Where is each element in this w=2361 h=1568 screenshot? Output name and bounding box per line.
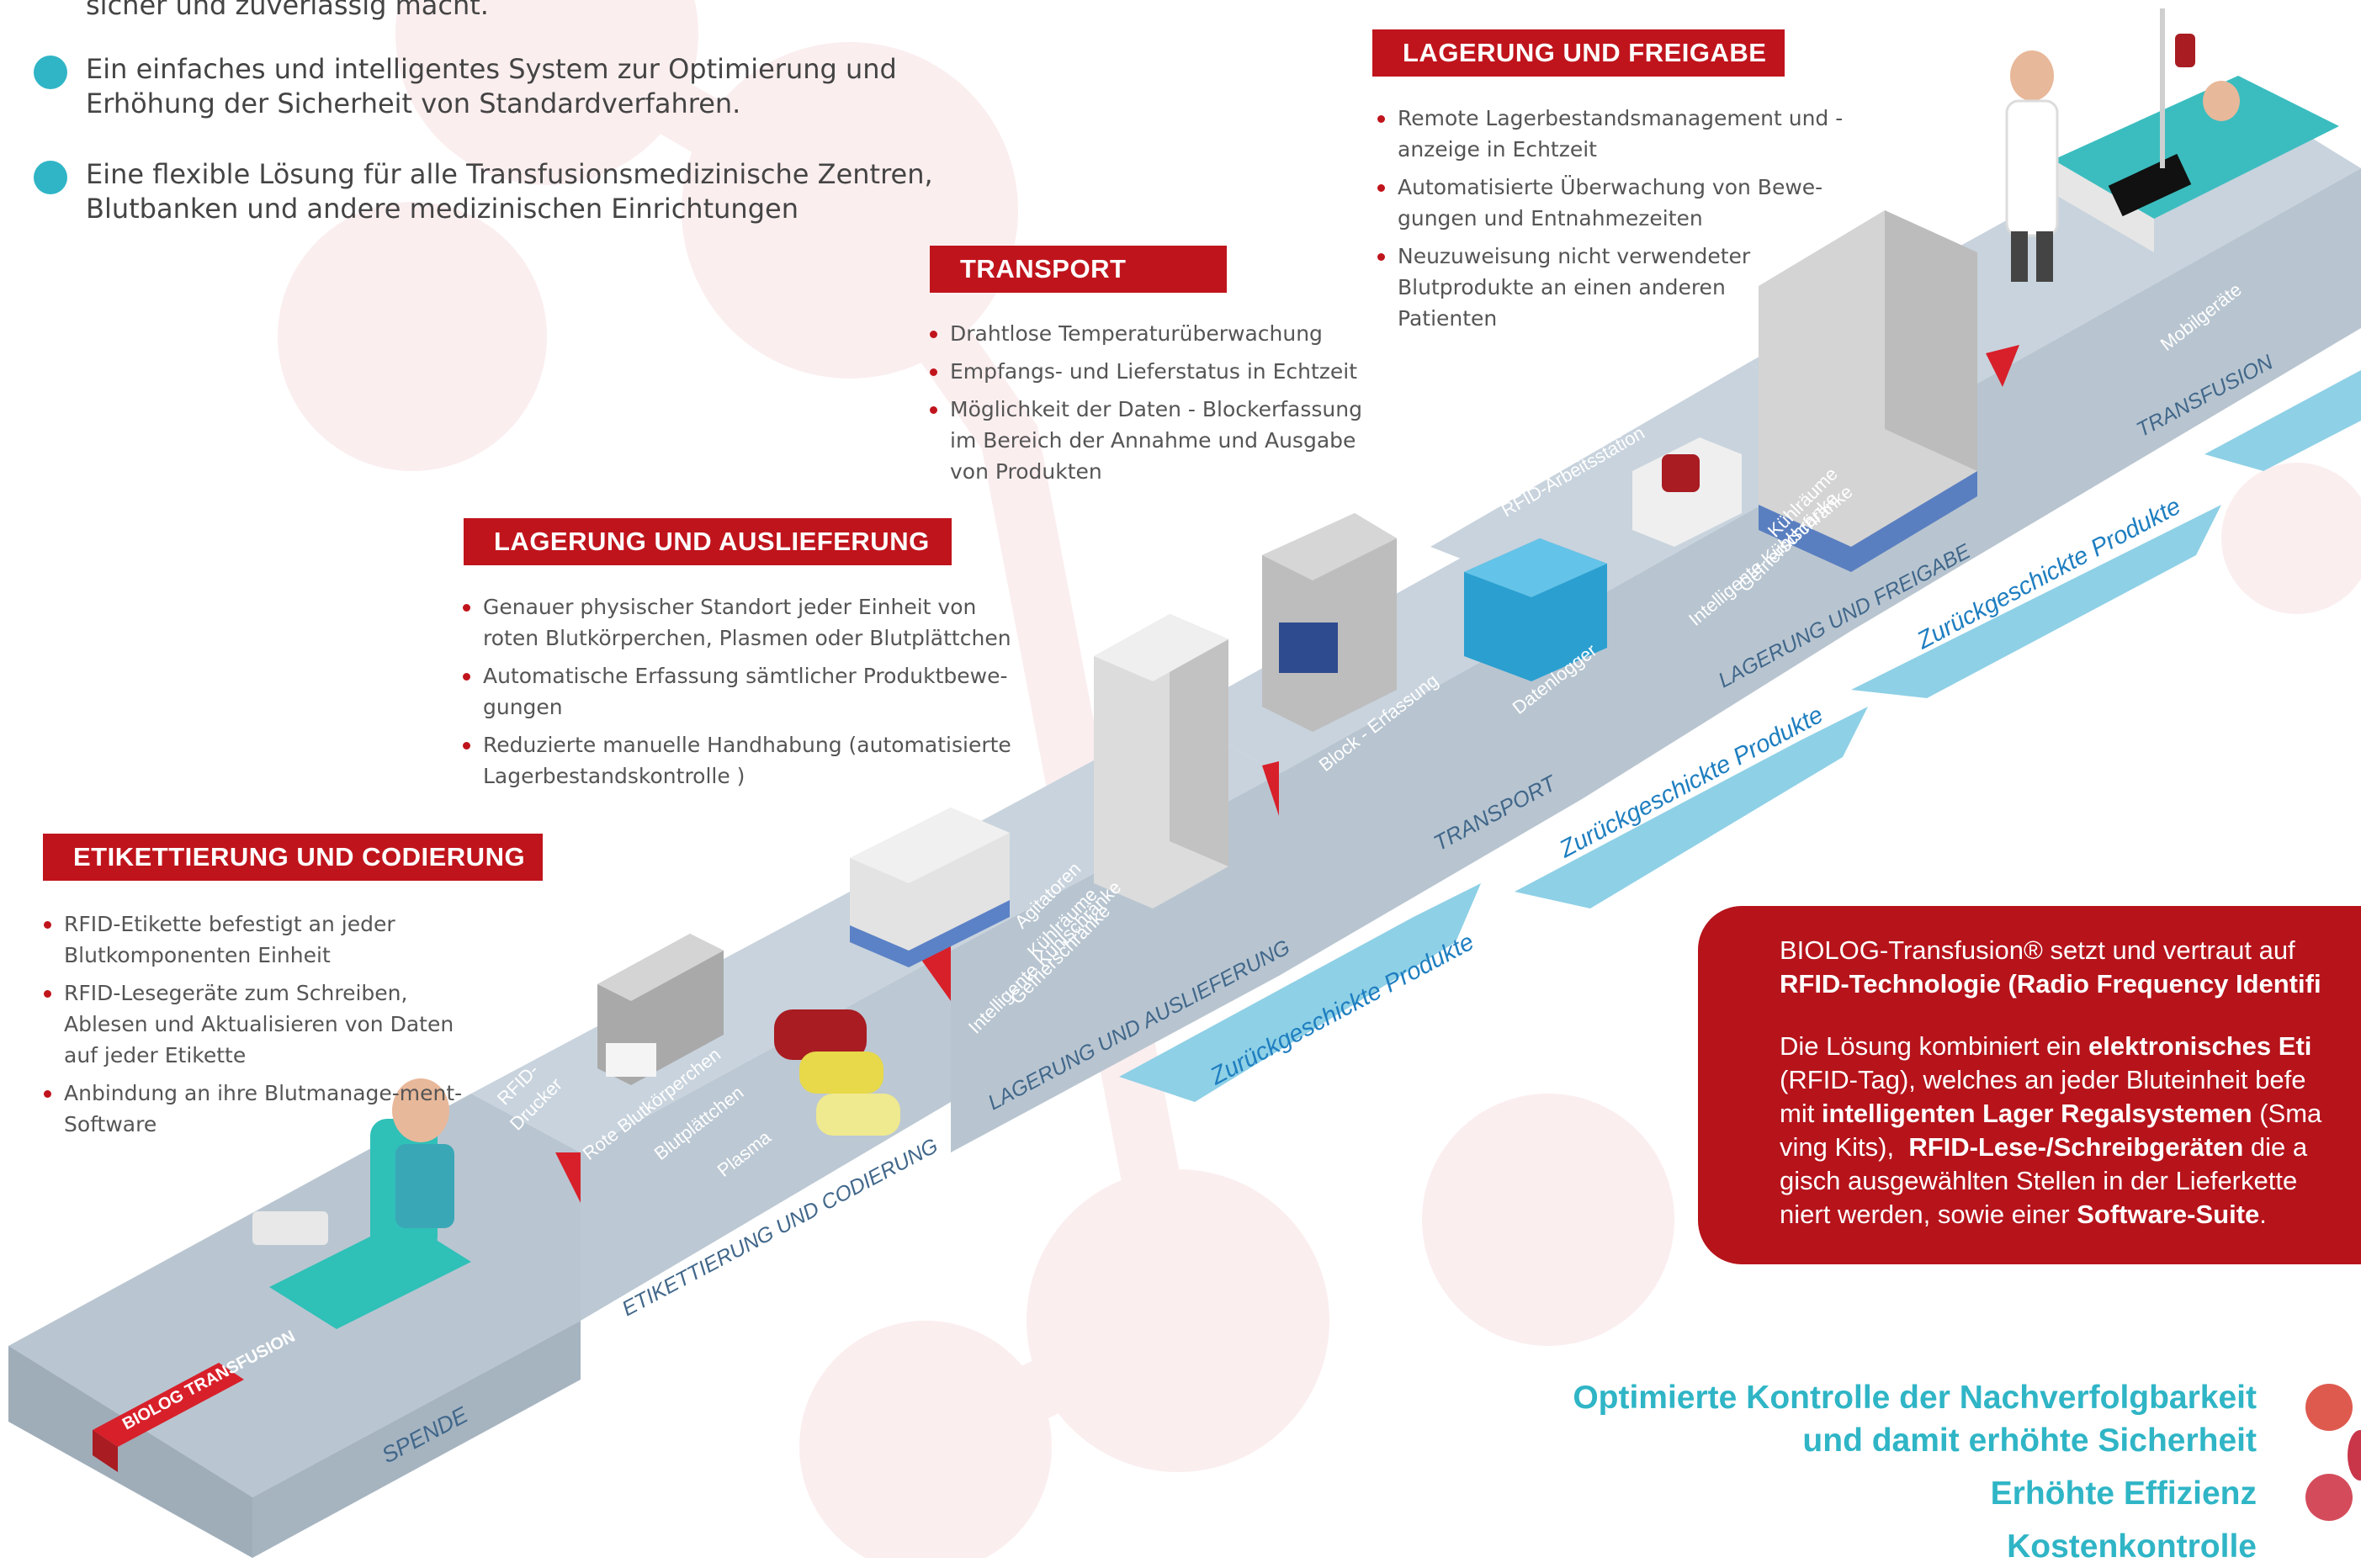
benefits-list: Optimierte Kontrolle der Nachverfolgbark…: [1573, 1376, 2257, 1568]
benefit-dot-icon: [2348, 1430, 2361, 1481]
info-text: Die Lösung kombiniert ein: [1780, 1031, 2089, 1061]
teal-bullet-icon: [34, 161, 67, 194]
info-text: mit: [1780, 1099, 1822, 1128]
block-capture-illustration: [1262, 513, 1397, 732]
blood-bags-illustration: [774, 1009, 900, 1136]
info-text: (Sma: [2252, 1099, 2322, 1128]
section-title-etikettierung: ETIKETTIERUNG UND CODIERUNG: [43, 834, 543, 881]
list-item: Automatisierte Überwachung von Bewe-gung…: [1376, 172, 1860, 234]
info-text: die a: [2243, 1132, 2308, 1162]
freezer-illustration: [1759, 210, 1977, 572]
info-box: [1698, 906, 2361, 1264]
datalogger-illustration: [1464, 538, 1607, 681]
list-item: RFID-Etikette befestigt an jeder Blutkom…: [42, 908, 467, 971]
list-item: Remote Lagerbestandsmanagement und -anze…: [1376, 103, 1860, 165]
returned-ramps: [1119, 370, 2361, 1102]
info-text: ving Kits),: [1780, 1132, 1909, 1162]
info-text-bold: elektronisches Eti: [2088, 1031, 2312, 1061]
benefit-dot-icon: [2305, 1474, 2353, 1521]
list-lagerung-auslieferung: Genauer physischer Standort jeder Einhei…: [461, 591, 1033, 798]
info-text: niert werden, sowie einer: [1780, 1200, 2077, 1229]
list-item: Genauer physischer Standort jeder Einhei…: [461, 591, 1033, 654]
rfid-workstation-illustration: [1632, 437, 1742, 547]
rfid-printer-illustration: [597, 934, 724, 1085]
benefit-dot-icon: [2305, 1384, 2353, 1431]
benefit-item: Erhöhte Effizienz: [1990, 1475, 2257, 1512]
donor-chair-illustration: [252, 1078, 471, 1329]
section-title-transport: TRANSPORT: [930, 246, 1227, 293]
list-item: Anbindung an ihre Blutmanage-ment-Softwa…: [42, 1078, 467, 1140]
info-text-bold: intelligenten Lager Regalsystemen: [1821, 1099, 2252, 1128]
list-lagerung-freigabe: Remote Lagerbestandsmanagement und -anze…: [1376, 103, 1860, 341]
iv-stand-illustration: [2160, 8, 2195, 168]
info-line: BIOLOG-Transfusion® setzt und vertraut a…: [1780, 935, 2295, 965]
list-item: Automatische Erfassung sämtlicher Produk…: [461, 660, 1033, 723]
nurse-illustration: [2005, 50, 2059, 282]
list-item: RFID-Lesegeräte zum Schreiben, Ablesen u…: [42, 977, 467, 1071]
benefit-item: und damit erhöhte Sicherheit: [1802, 1422, 2257, 1459]
info-text-bold: Software-Suite: [2077, 1200, 2260, 1229]
section-title-lagerung-freigabe: LAGERUNG UND FREIGABE: [1372, 29, 1785, 77]
agitator-illustration: [850, 808, 1010, 967]
benefit-item: Optimierte Kontrolle der Nachverfolgbark…: [1573, 1380, 2257, 1416]
info-line-bold: RFID-Technologie (Radio Frequency Identi…: [1780, 969, 2321, 999]
list-etikettierung: RFID-Etikette befestigt an jeder Blutkom…: [42, 908, 467, 1147]
list-item: Empfangs- und Lieferstatus in Echtzeit: [928, 356, 1382, 387]
patient-bed-illustration: [2053, 76, 2339, 252]
teal-bullet-icon: [34, 56, 67, 89]
info-text-bold: RFID-Lese-/Schreibgeräten: [1908, 1132, 2244, 1162]
info-text: (RFID-Tag), welches an jeder Bluteinheit…: [1780, 1065, 2306, 1094]
info-box-text: BIOLOG-Transfusion® setzt und vertraut a…: [1780, 934, 2361, 1260]
list-transport: Drahtlose Temperaturüberwachung Empfangs…: [928, 318, 1382, 494]
list-item: Neuzuweisung nicht verwendeter Blutprodu…: [1376, 241, 1759, 334]
info-text: gisch ausgewählten Stellen in der Liefer…: [1780, 1166, 2298, 1195]
intro-bullet-2: Eine flexible Lösung für alle Transfusio…: [34, 157, 959, 233]
list-item: Möglichkeit der Daten - Blockerfassung i…: [928, 394, 1382, 487]
section-title-lagerung-auslieferung: LAGERUNG UND AUSLIEFERUNG: [464, 518, 952, 565]
list-item: Reduzierte manuelle Handhabung (automati…: [461, 729, 1033, 792]
fridge-tower-illustration: [1094, 614, 1228, 908]
info-text: .: [2259, 1200, 2267, 1229]
benefit-item: Kostenkontrolle: [2007, 1528, 2257, 1565]
list-item: Drahtlose Temperaturüberwachung: [928, 318, 1382, 349]
intro-bullet-1: Ein einfaches und intelligentes System z…: [34, 52, 959, 128]
